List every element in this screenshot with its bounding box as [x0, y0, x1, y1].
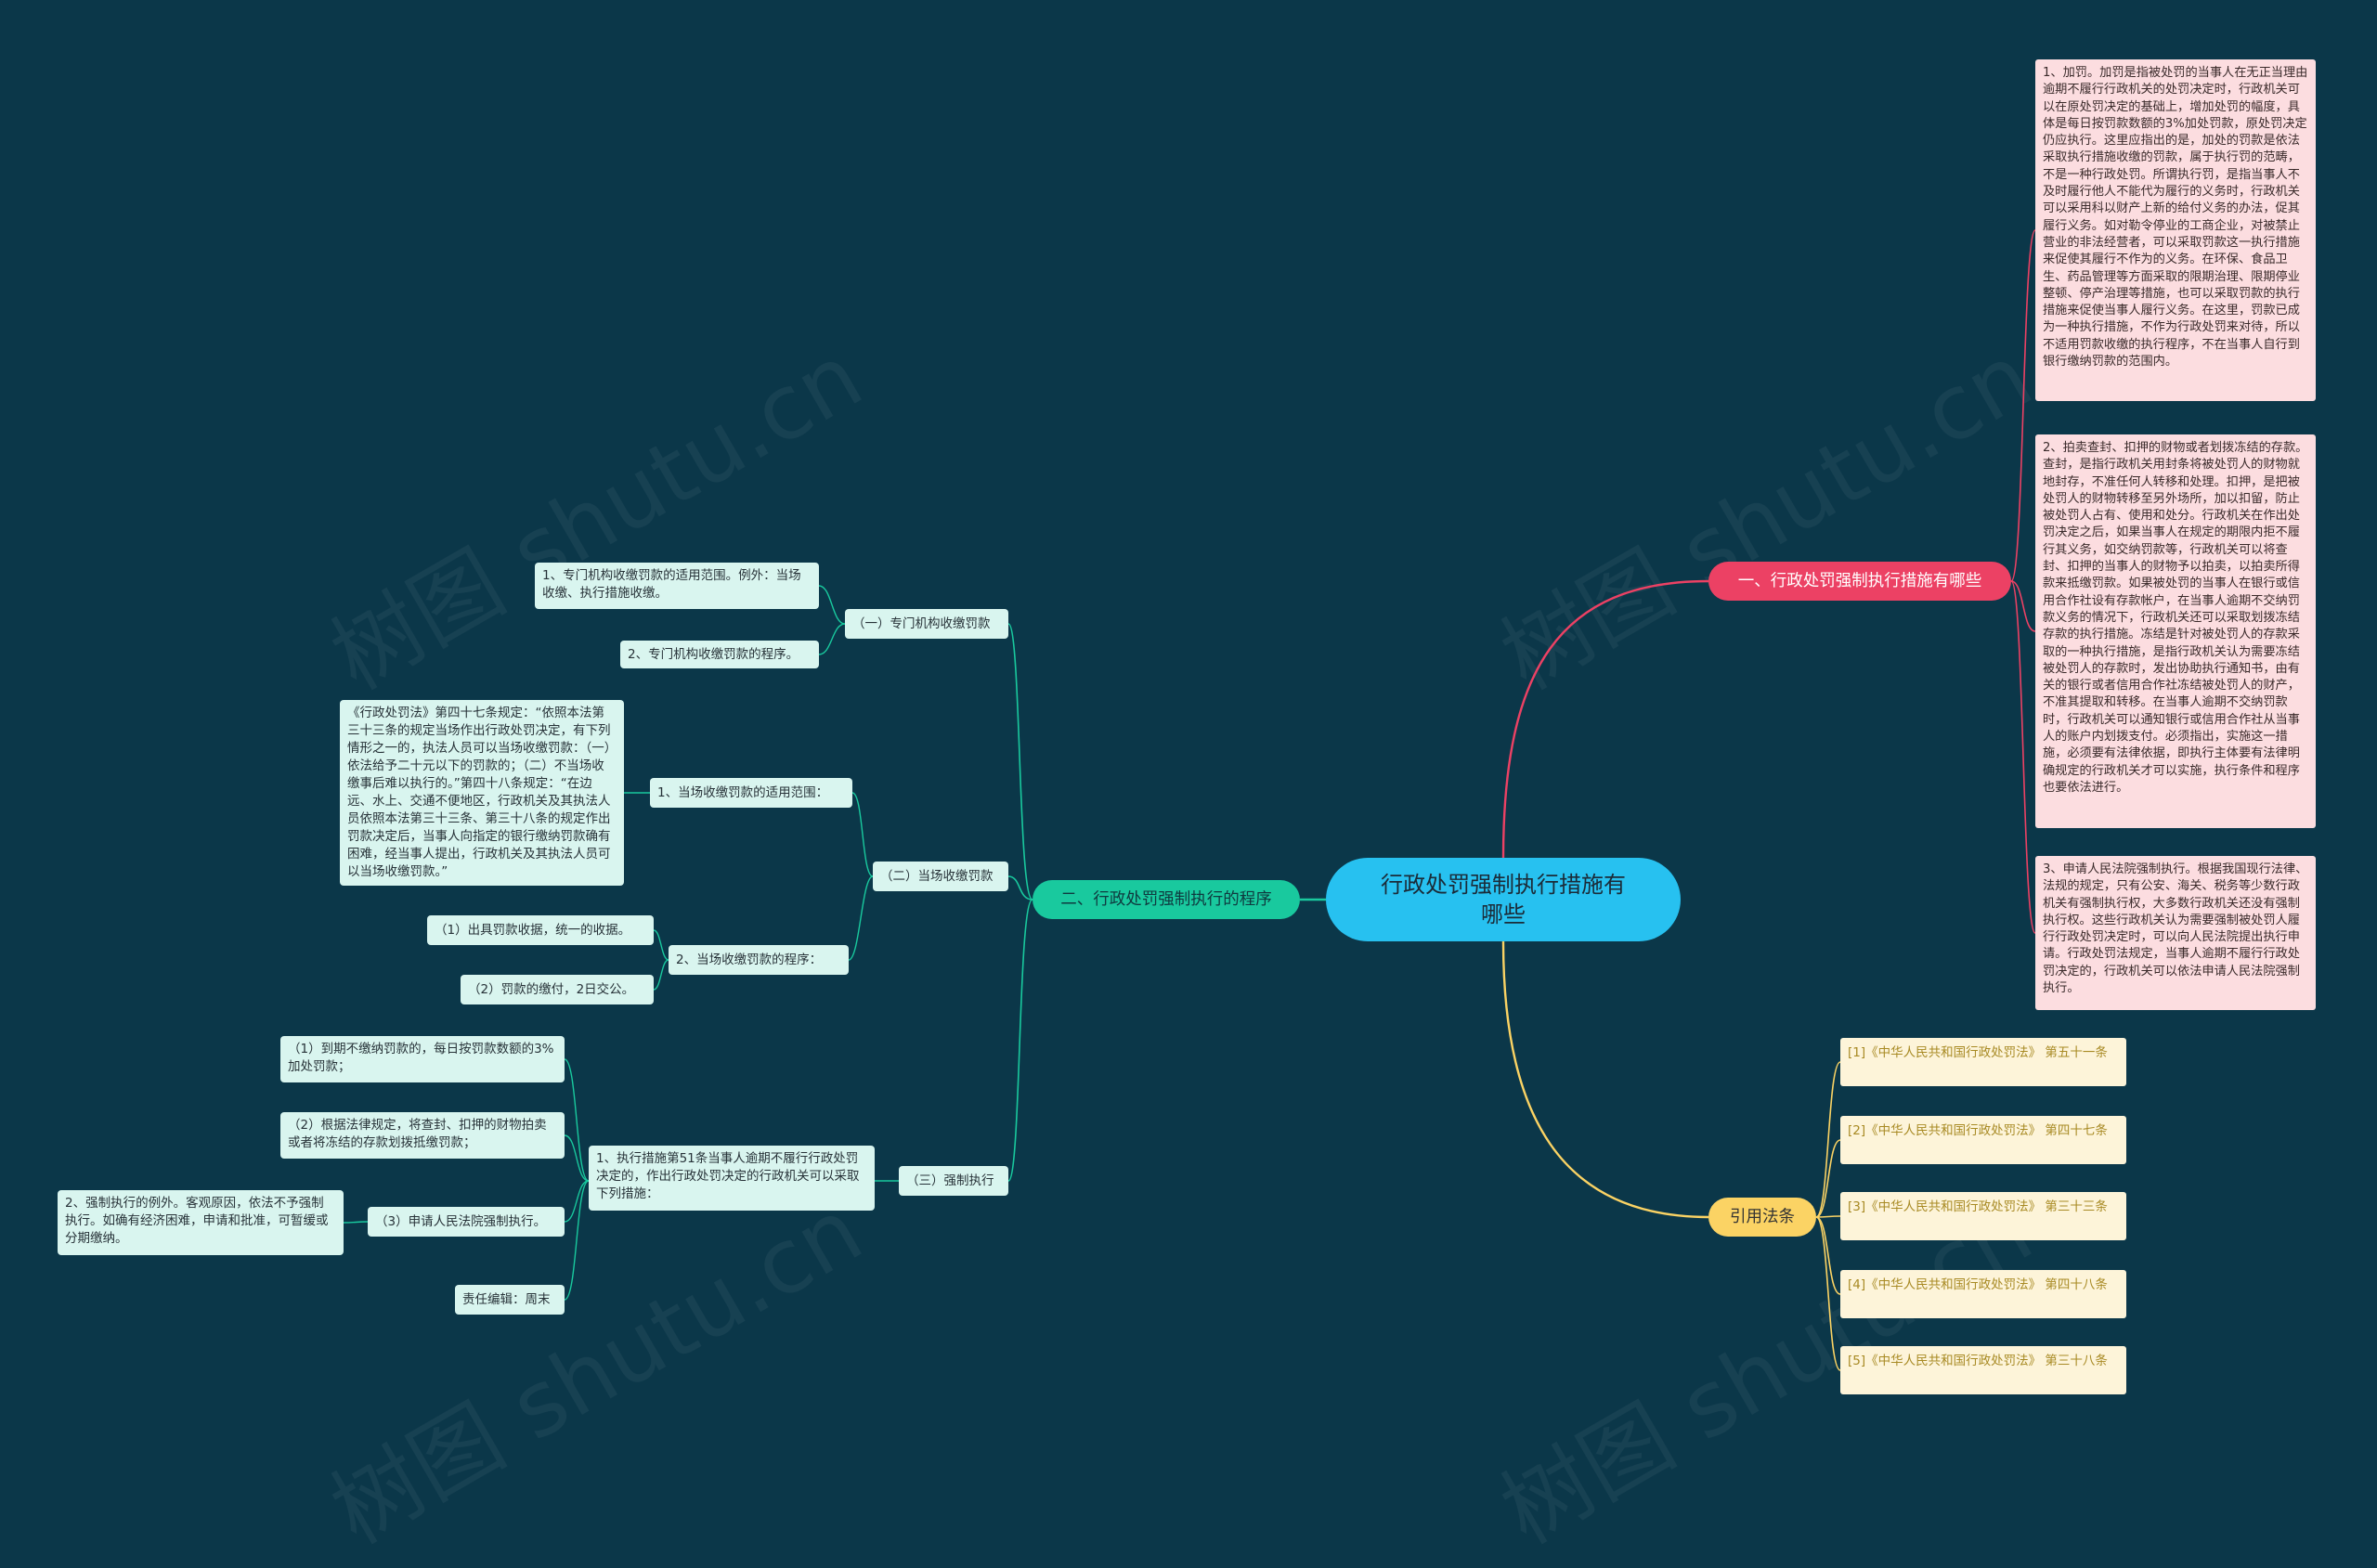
measure-3[interactable]: 3、申请人民法院强制执行。根据我国现行法律、法规的规定，只有公安、海关、税务等少…: [2035, 856, 2316, 1010]
enforcement-item-2[interactable]: （2）根据法律规定，将查封、扣押的财物拍卖或者将冻结的存款划拨抵缴罚款；: [280, 1112, 565, 1159]
on-site-procedure[interactable]: 2、当场收缴罚款的程序：: [669, 945, 849, 975]
link-group-3: [1007, 899, 1033, 1182]
law-ref-5[interactable]: [5]《中华人民共和国行政处罚法》 第三十八条: [1840, 1346, 2126, 1394]
on-site-procedure-item-1[interactable]: （1）出具罚款收据，统一的收据。: [427, 915, 654, 945]
on-site-scope[interactable]: 1、当场收缴罚款的适用范围：: [650, 778, 852, 808]
link-law-1: [1815, 1061, 1841, 1218]
link-measure-2: [2010, 580, 2036, 632]
law-ref-3[interactable]: [3]《中华人民共和国行政处罚法》 第三十三条: [1840, 1192, 2126, 1240]
editor-credit[interactable]: 责任编辑：周末: [455, 1285, 565, 1315]
link-g3-editor: [564, 1180, 590, 1301]
link-law-4: [1815, 1216, 1841, 1295]
enforcement-measures[interactable]: 1、执行措施第51条当事人逾期不履行行政处罚决定的，作出行政处罚决定的行政机关可…: [589, 1146, 875, 1211]
link-g3-item-1: [564, 1058, 590, 1182]
branch-laws[interactable]: 引用法条: [1708, 1198, 1816, 1237]
link-g2-proc-1: [653, 929, 669, 961]
link-g2-proc-2: [653, 959, 669, 991]
link-g1-item-1: [818, 585, 846, 625]
link-group-2: [1007, 875, 1033, 901]
enforcement-exception[interactable]: 2、强制执行的例外。客观原因，依法不予强制执行。如确有经济困难，申请和批准，可暂…: [58, 1190, 344, 1255]
group-special-agency[interactable]: （一）专门机构收缴罚款: [845, 609, 1008, 639]
branch-measures[interactable]: 一、行政处罚强制执行措施有哪些: [1708, 562, 2011, 601]
link-measure-3: [2010, 580, 2036, 934]
link-measure-1: [2010, 229, 2036, 582]
enforcement-item-3[interactable]: （3）申请人民法院强制执行。: [368, 1207, 565, 1237]
link-g3-item-2: [564, 1134, 590, 1182]
link-law-3: [1815, 1215, 1841, 1218]
link-g3-item-3: [564, 1180, 590, 1223]
special-agency-item-1[interactable]: 1、专门机构收缴罚款的适用范围。例外：当场收缴、执行措施收缴。: [535, 563, 819, 609]
link-law-2: [1815, 1139, 1841, 1218]
link-root-laws: [1501, 940, 1709, 1219]
on-site-procedure-item-2[interactable]: （2）罚款的缴付，2日交公。: [461, 975, 654, 1004]
link-law-5: [1815, 1216, 1841, 1371]
on-site-scope-detail[interactable]: 《行政处罚法》第四十七条规定：“依照本法第三十三条的规定当场作出行政处罚决定，有…: [340, 700, 624, 886]
measure-1[interactable]: 1、加罚。加罚是指被处罚的当事人在无正当理由逾期不履行行政机关的处罚决定时，行政…: [2035, 59, 2316, 401]
law-ref-2[interactable]: [2]《中华人民共和国行政处罚法》 第四十七条: [1840, 1116, 2126, 1164]
link-g3-exception: [343, 1221, 369, 1224]
link-group-1: [1007, 623, 1033, 901]
link-g1-item-2: [818, 623, 846, 655]
link-g2-scope: [851, 792, 874, 877]
group-enforcement[interactable]: （三）强制执行: [899, 1166, 1008, 1196]
measure-2[interactable]: 2、拍卖查封、扣押的财物或者划拨冻结的存款。查封，是指行政机关用封条将被处罚人的…: [2035, 434, 2316, 828]
connector-lines: [343, 229, 2036, 1371]
link-root-measures: [1501, 579, 1709, 859]
law-ref-1[interactable]: [1]《中华人民共和国行政处罚法》 第五十一条: [1840, 1038, 2126, 1086]
group-on-site[interactable]: （二）当场收缴罚款: [873, 862, 1008, 891]
special-agency-item-2[interactable]: 2、专门机构收缴罚款的程序。: [620, 641, 819, 668]
root-node[interactable]: 行政处罚强制执行措施有哪些: [1326, 858, 1681, 941]
branch-procedure[interactable]: 二、行政处罚强制执行的程序: [1033, 880, 1300, 919]
enforcement-item-1[interactable]: （1）到期不缴纳罚款的，每日按罚款数额的3%加处罚款；: [280, 1036, 565, 1082]
law-ref-4[interactable]: [4]《中华人民共和国行政处罚法》 第四十八条: [1840, 1270, 2126, 1318]
link-g2-procedure: [848, 875, 874, 961]
